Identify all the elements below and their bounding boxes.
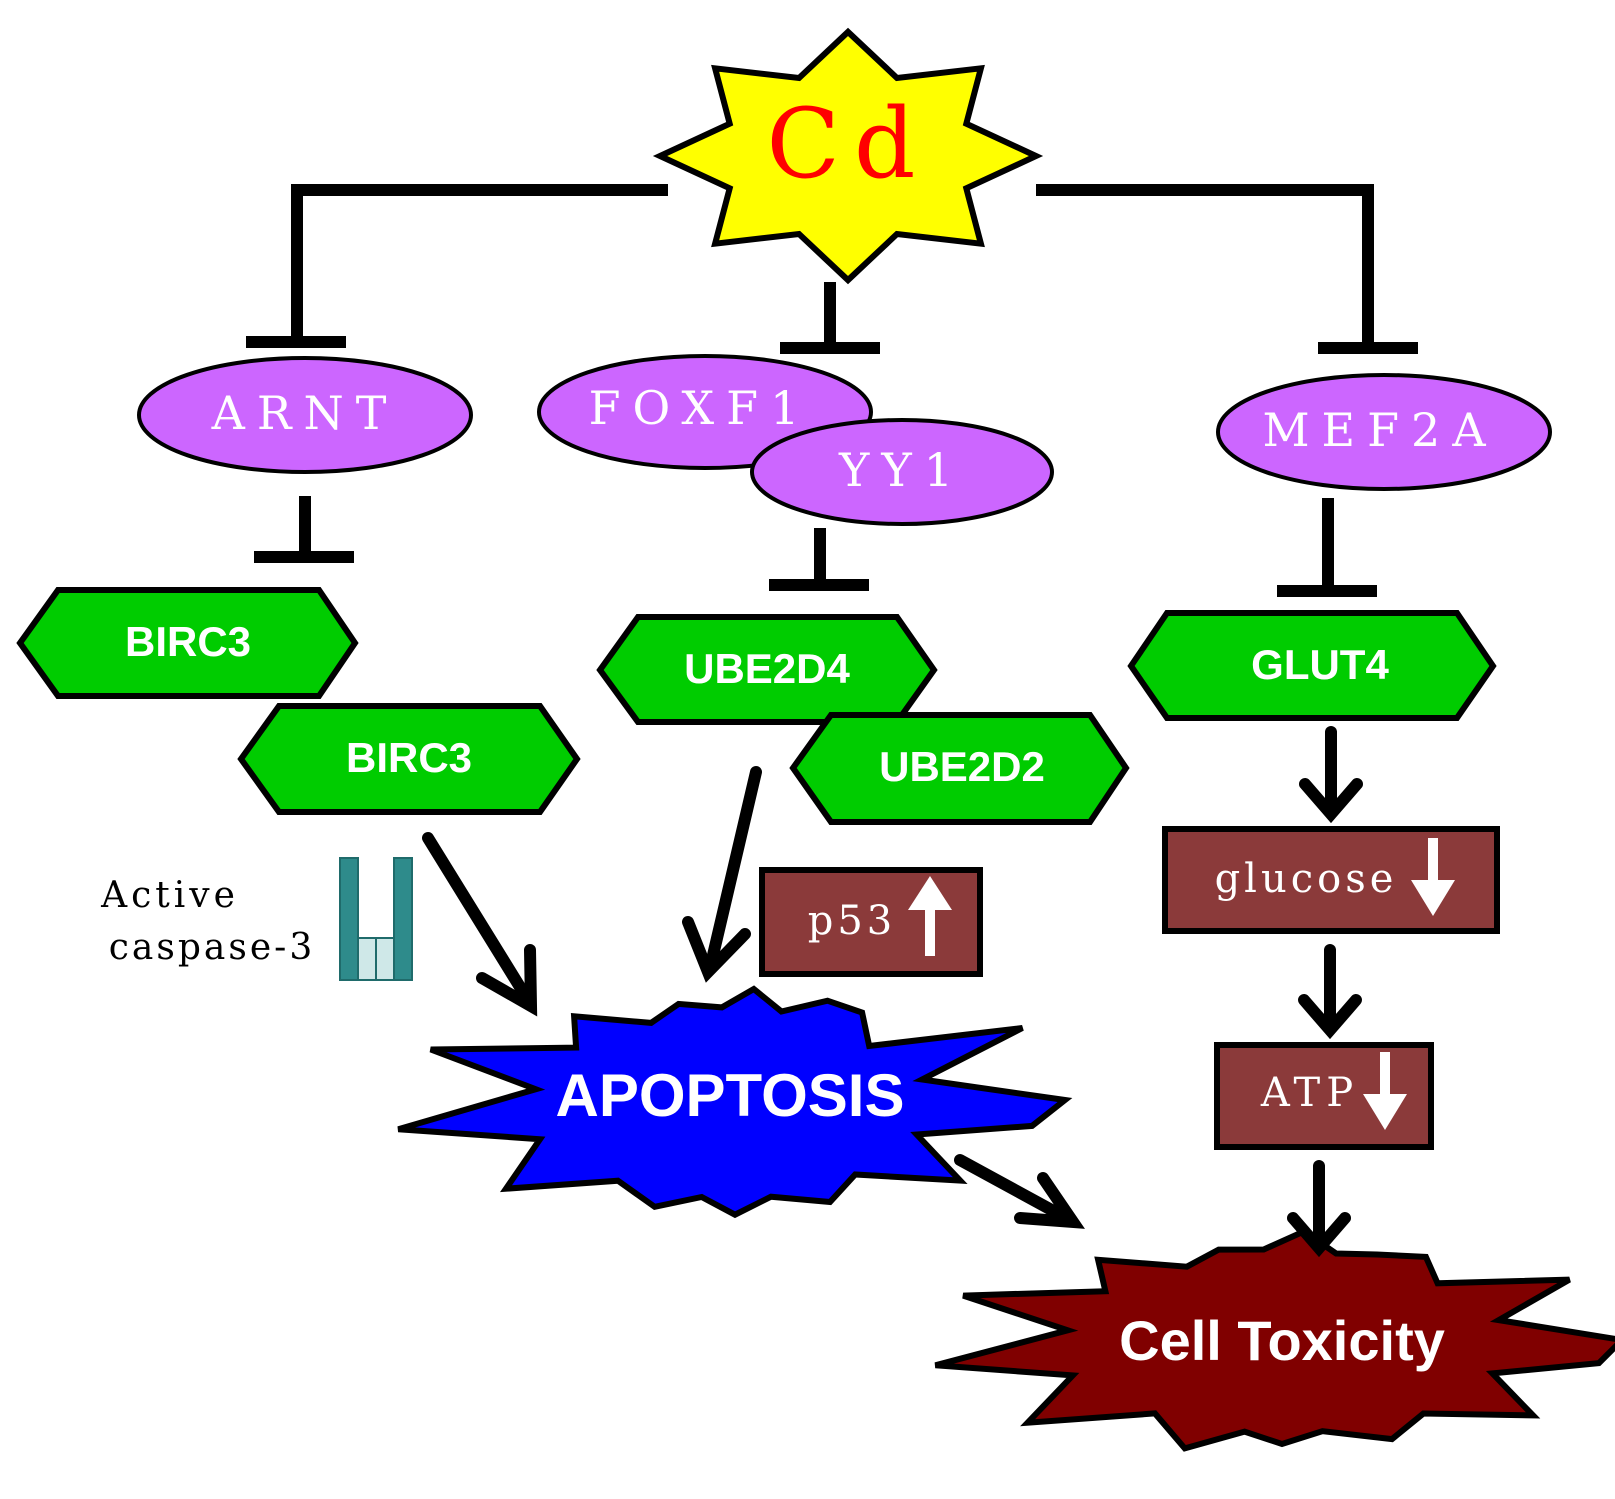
activation-arrow-icon	[954, 1154, 1085, 1229]
gene-ube2d4: UBE2D4	[596, 614, 938, 725]
activation-arrow-icon	[682, 766, 762, 983]
glucose-marker: glucose	[1162, 826, 1500, 934]
apoptosis-node: APOPTOSIS	[397, 985, 1073, 1219]
arrow-birc3-to-apoptosis-head	[476, 944, 538, 1017]
tf-mef2a: MEF2A	[1216, 373, 1552, 491]
tf-arnt: ARNT	[137, 356, 473, 474]
arrow-apoptosis-to-toxicity-shaft	[954, 1154, 1076, 1226]
arrow-glut4-to-glucose-head	[1299, 778, 1363, 824]
ube2d4-label: UBE2D4	[684, 645, 850, 692]
apoptosis-starburst	[397, 985, 1073, 1219]
arrow-ube2d4-to-apoptosis-head	[682, 916, 751, 983]
yy1-label: YY1	[838, 443, 965, 497]
tf-yy1: YY1	[750, 418, 1054, 526]
arrow-birc3-to-apoptosis-shaft	[422, 832, 534, 1006]
cd-star-shape	[652, 27, 1044, 285]
p53-marker: p53	[759, 867, 983, 977]
gene-birc3-second: BIRC3	[237, 703, 581, 815]
activation-arrow-icon	[422, 832, 538, 1017]
yy1-ellipse	[750, 418, 1054, 526]
arrow-glucose-to-atp-head	[1298, 994, 1362, 1040]
gene-birc3-first: BIRC3	[16, 587, 359, 699]
cd-star-node: Cd	[652, 27, 1044, 285]
caspase-bar-1	[339, 857, 359, 981]
caspase-annotation: Active caspase-3	[100, 857, 413, 981]
caspase-label-line2: caspase-3	[109, 927, 315, 968]
arnt-label: ARNT	[211, 386, 399, 440]
birc3-first-hexagon	[16, 587, 359, 699]
toxicity-starburst	[934, 1227, 1615, 1452]
mef2a-label: MEF2A	[1262, 403, 1497, 457]
tf-inhibition-connectors	[254, 496, 1377, 597]
cd-inhibition-connectors	[246, 184, 1418, 354]
foxf1-label: FOXF1	[589, 381, 812, 435]
glucose-label: glucose	[1215, 856, 1398, 902]
birc3-first-label: BIRC3	[125, 618, 251, 665]
mef2a-ellipse	[1216, 373, 1552, 491]
activation-arrow-icon	[1299, 726, 1363, 824]
glucose-down-arrow-head	[1411, 880, 1455, 916]
birc3-second-label: BIRC3	[346, 734, 472, 781]
caspase-bar-4	[393, 857, 413, 981]
atp-marker: ATP	[1214, 1042, 1434, 1150]
atp-down-arrow-head	[1363, 1094, 1407, 1130]
connector-cd-to-arnt	[291, 184, 668, 340]
activation-arrow-icon	[1287, 1160, 1351, 1258]
caspase-bar-2	[357, 937, 377, 981]
arrow-ube2d4-to-apoptosis-shaft	[704, 766, 762, 974]
down-arrow-icon	[1411, 838, 1455, 916]
gene-ube2d2: UBE2D2	[789, 712, 1130, 825]
gene-glut4: GLUT4	[1127, 610, 1497, 721]
connector-cd-to-mef2a	[1036, 184, 1374, 346]
cell-toxicity-node: Cell Toxicity	[934, 1227, 1615, 1452]
up-arrow-icon	[908, 876, 952, 956]
cd-label: Cd	[767, 88, 930, 200]
arnt-ellipse	[137, 356, 473, 474]
activation-arrow-icon	[1298, 944, 1362, 1040]
cell-toxicity-label: Cell Toxicity	[1119, 1309, 1445, 1372]
p53-box	[759, 867, 983, 977]
bar-chart-icon	[339, 857, 413, 981]
activation-arrows	[422, 726, 1363, 1258]
atp-label: ATP	[1260, 1070, 1359, 1116]
ube2d2-label: UBE2D2	[879, 743, 1045, 790]
apoptosis-label: APOPTOSIS	[556, 1062, 905, 1129]
caspase-label-line1: Active	[100, 875, 239, 916]
up-arrow-head	[908, 876, 952, 910]
birc3-second-hexagon	[237, 703, 581, 815]
caspase-bar-3	[375, 937, 395, 981]
glut4-label: GLUT4	[1251, 641, 1389, 688]
down-arrow-icon	[1363, 1052, 1407, 1130]
glut4-hexagon	[1127, 610, 1497, 721]
ube2d2-hexagon	[789, 712, 1130, 825]
p53-label: p53	[808, 898, 897, 944]
arrow-atp-to-toxicity-head	[1287, 1212, 1351, 1258]
arrow-apoptosis-to-toxicity-head	[1014, 1172, 1085, 1229]
